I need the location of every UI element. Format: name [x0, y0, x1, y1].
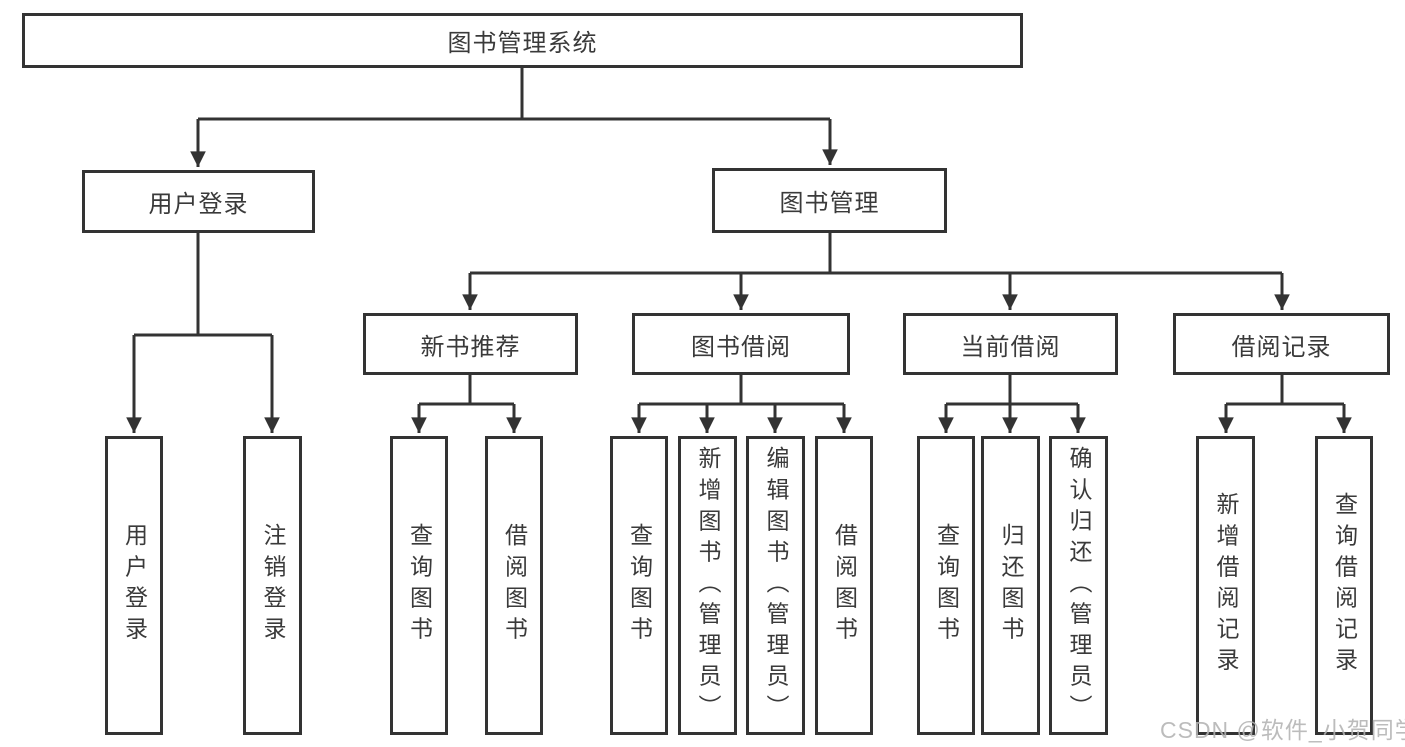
node-library-management-system: 图书管理系统 — [22, 13, 1023, 68]
node-label: 图书管理系统 — [447, 30, 598, 57]
node-label: 用户登录 — [121, 523, 148, 648]
node-label: 归还图书 — [998, 523, 1024, 648]
node-label: 新增图书（管理员） — [695, 445, 721, 726]
node-label: 图书管理 — [779, 190, 880, 217]
node-label: 借阅图书 — [501, 523, 528, 648]
node-label: 查询借阅记录 — [1331, 492, 1358, 679]
csdn-watermark: CSDN @软件_小贺同学 — [1160, 717, 1405, 743]
leaf-query-books-current: 查询图书 — [917, 436, 975, 735]
node-borrowing-records: 借阅记录 — [1173, 313, 1390, 375]
node-label: 借阅图书 — [831, 523, 858, 648]
node-user-login: 用户登录 — [82, 170, 315, 233]
leaf-add-borrow-record: 新增借阅记录 — [1196, 436, 1255, 735]
node-label: 查询图书 — [406, 523, 433, 648]
leaf-query-borrow-record: 查询借阅记录 — [1315, 436, 1373, 735]
node-label: 当前借阅 — [960, 333, 1061, 361]
leaf-borrow-books-recommend: 借阅图书 — [485, 436, 543, 735]
leaf-return-books: 归还图书 — [981, 436, 1040, 735]
node-label: 新书推荐 — [420, 333, 521, 361]
leaf-edit-book-admin: 编辑图书（管理员） — [746, 436, 805, 735]
node-current-borrowing: 当前借阅 — [903, 313, 1118, 375]
leaf-confirm-return-admin: 确认归还（管理员） — [1049, 436, 1108, 735]
leaf-borrow-books: 借阅图书 — [815, 436, 873, 735]
node-label: 确认归还（管理员） — [1066, 445, 1092, 726]
node-label: 查询图书 — [626, 523, 653, 648]
leaf-add-book-admin: 新增图书（管理员） — [678, 436, 737, 735]
node-new-book-recommendation: 新书推荐 — [363, 313, 578, 375]
node-label: 借阅记录 — [1231, 333, 1332, 361]
leaf-query-books-recommend: 查询图书 — [390, 436, 448, 735]
node-book-management: 图书管理 — [712, 168, 947, 233]
node-label: 新增借阅记录 — [1213, 492, 1239, 679]
leaf-logout: 注销登录 — [243, 436, 302, 735]
leaf-user-login: 用户登录 — [105, 436, 163, 735]
node-label: 查询图书 — [933, 523, 960, 648]
node-label: 用户登录 — [148, 191, 249, 218]
leaf-query-books-borrow: 查询图书 — [610, 436, 668, 735]
node-label: 图书借阅 — [691, 333, 791, 361]
node-label: 注销登录 — [260, 523, 286, 648]
node-book-borrowing: 图书借阅 — [632, 313, 850, 375]
node-label: 编辑图书（管理员） — [763, 445, 789, 726]
